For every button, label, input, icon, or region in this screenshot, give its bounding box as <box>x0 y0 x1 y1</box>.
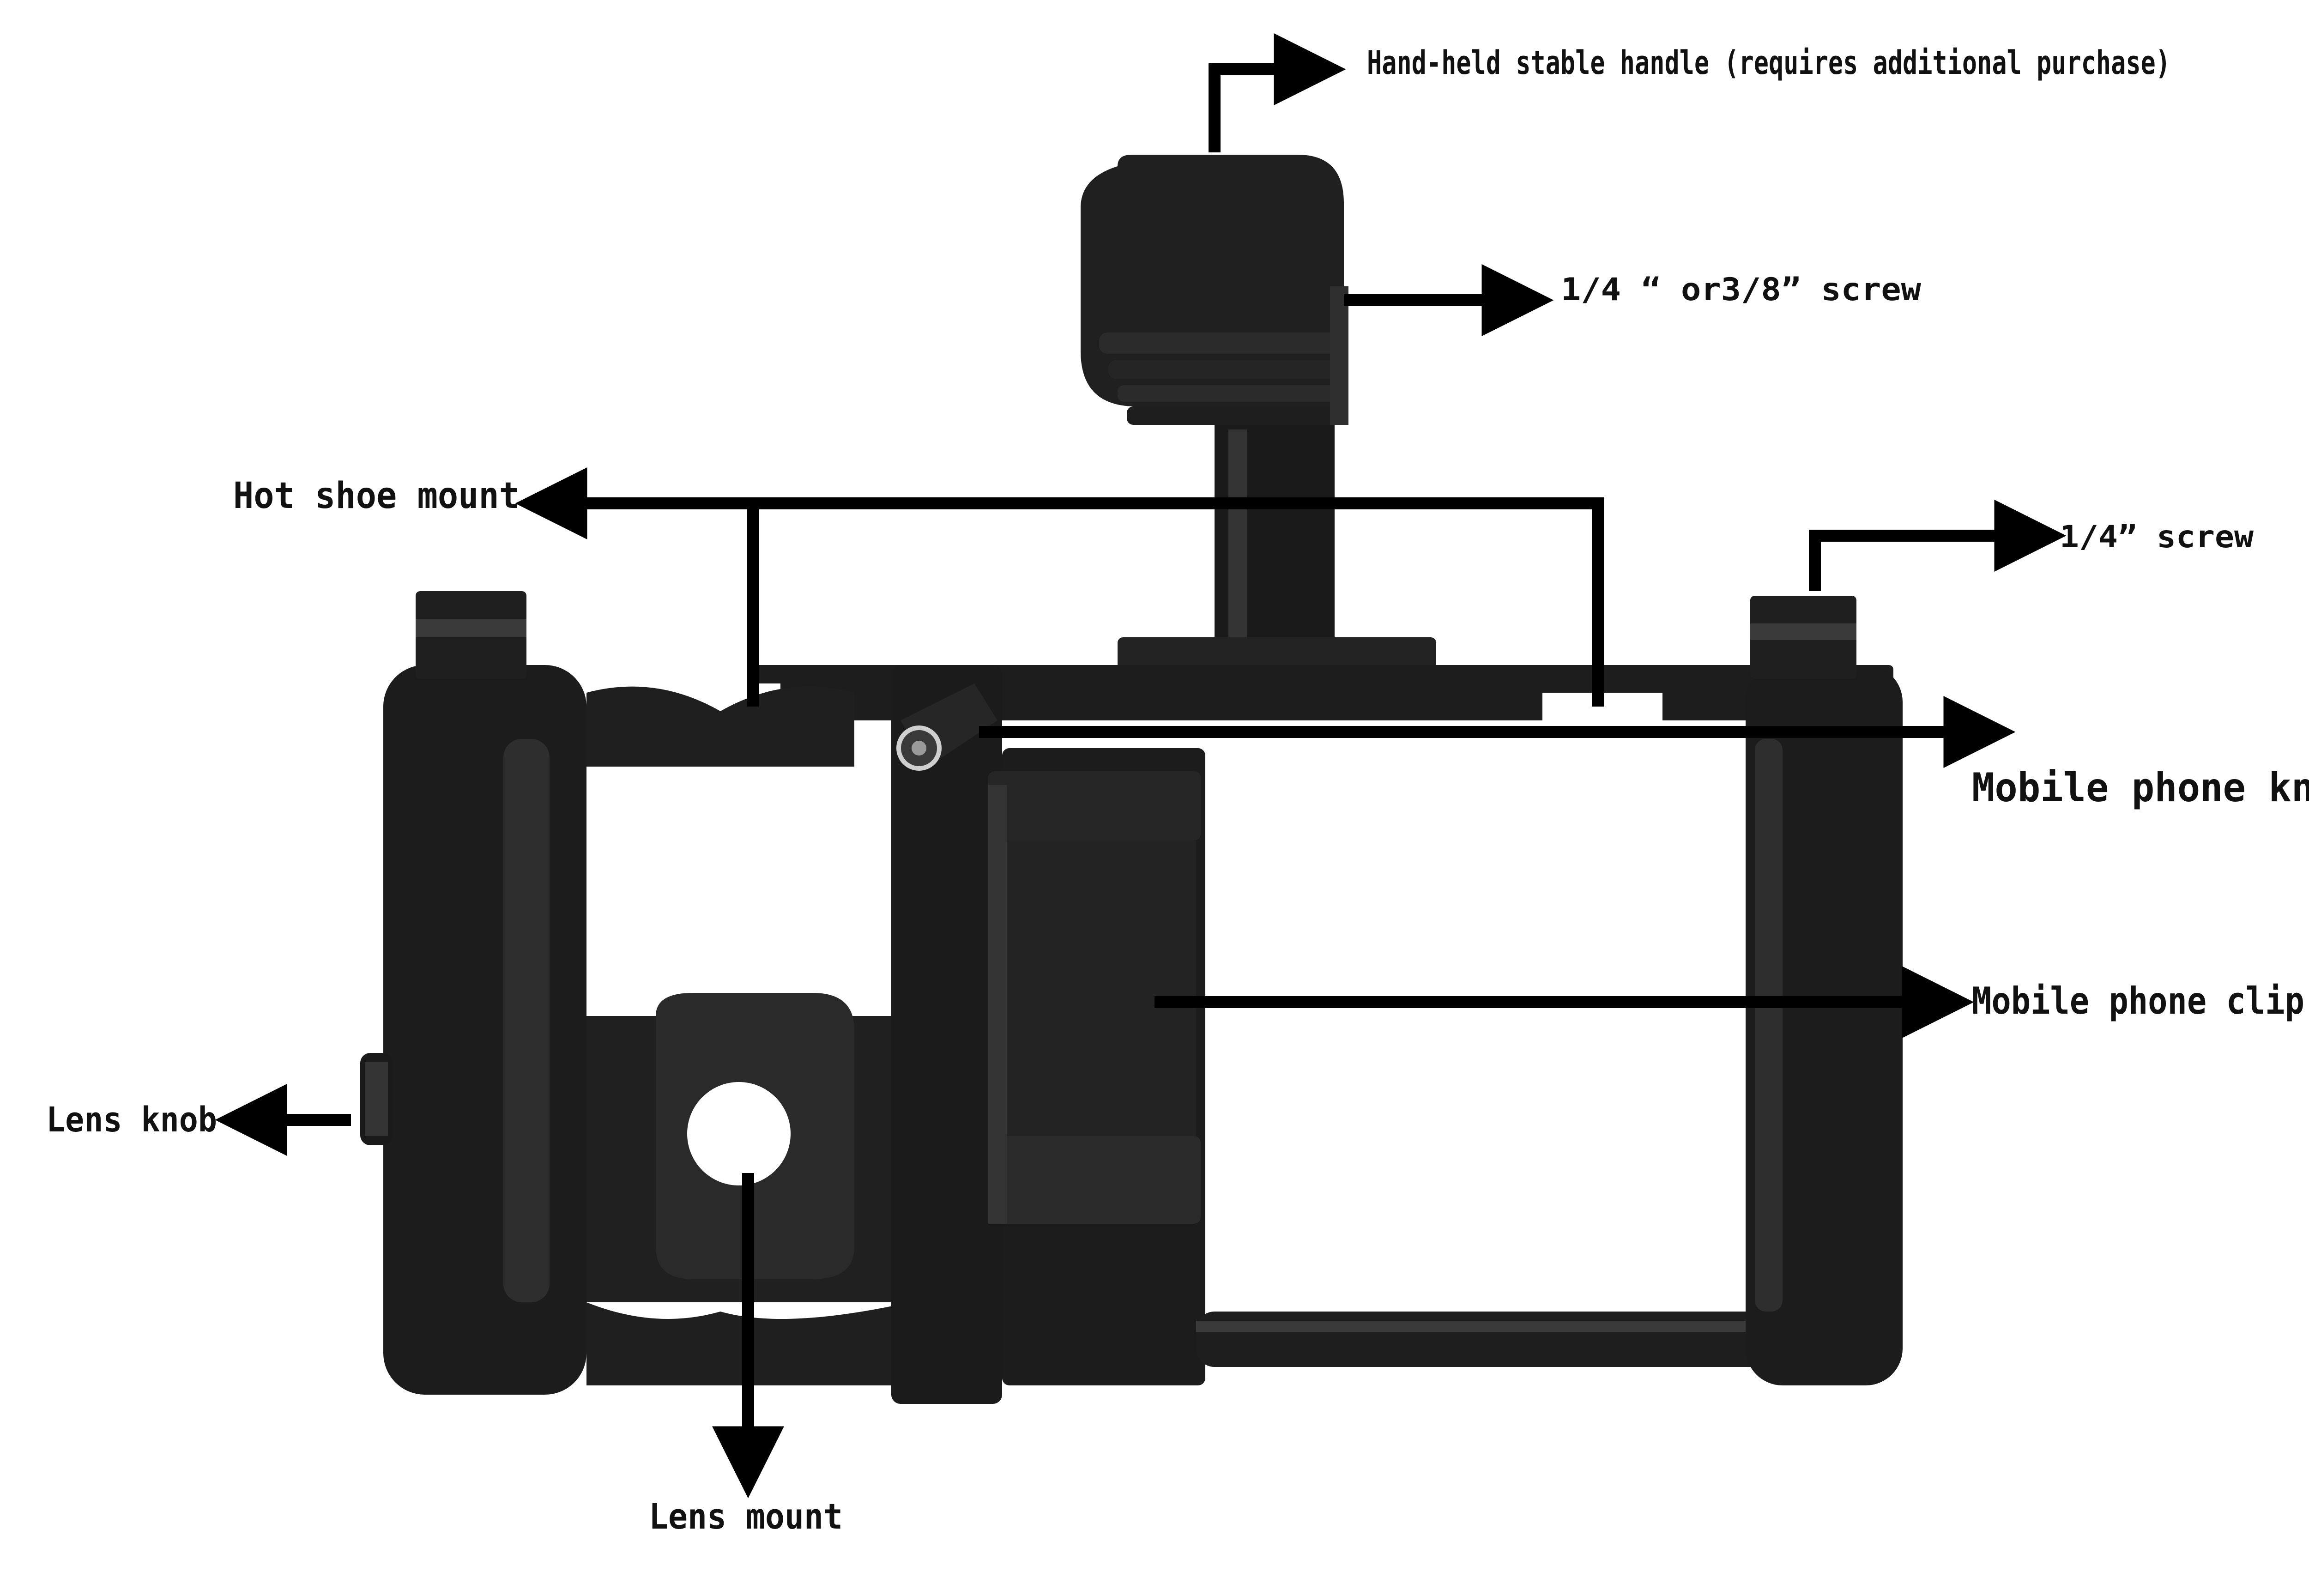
left-frame-outer <box>383 665 586 1395</box>
handle-grip-rib-3 <box>1118 385 1344 402</box>
hot-shoe-label: Hot shoe mount <box>233 475 520 517</box>
handle-base-plate <box>1118 637 1436 670</box>
bottom-rod-highlight <box>1196 1321 1769 1332</box>
phone-knob-screw-center <box>912 741 926 756</box>
right-frame <box>1746 596 1903 1385</box>
bottom-rod <box>1196 1312 1769 1367</box>
callout-labels: Hand-held stable handle (requires additi… <box>46 44 2309 1537</box>
handle-screw-label: 1/4 “ or3/8” screw <box>1561 272 1921 308</box>
handle-grip-rib-1 <box>1099 332 1344 354</box>
lens-knob <box>360 1053 393 1145</box>
left-frame <box>383 591 586 1395</box>
phone-clip-label: Mobile phone clip <box>1972 979 2304 1022</box>
phone-clip-side-strip <box>988 785 1007 1224</box>
right-hot-shoe-slot <box>1750 623 1856 640</box>
stabilizer-handle <box>1081 155 1436 670</box>
phone-clip-pad <box>1002 840 1196 1136</box>
lens-knob-grip <box>365 1062 388 1136</box>
side-screw-label: 1/4” screw <box>2060 519 2254 555</box>
lens-mount-label: Lens mount <box>649 1496 843 1537</box>
lens-mount-hole <box>687 1082 791 1185</box>
handle-side-block <box>1330 286 1348 425</box>
left-hot-shoe-slot <box>416 619 526 637</box>
handle-stem-highlight <box>1228 429 1247 637</box>
mobile-phone-clip <box>988 748 1205 1385</box>
left-frame-inner-groove <box>503 739 550 1302</box>
handle-arrow <box>1209 33 1346 152</box>
callout-arrows <box>215 33 2067 1499</box>
lens-knob-label: Lens knob <box>46 1100 217 1140</box>
handle-label: Hand-held stable handle (requires additi… <box>1367 44 2170 82</box>
right-frame-outer <box>1746 665 1903 1385</box>
side-screw-arrow <box>1809 500 2067 591</box>
phone-cage-rig <box>360 155 1903 1404</box>
lens-holder-upper-arch <box>586 686 854 767</box>
lens-holder-divider <box>891 665 1002 1404</box>
hot-shoe-connector <box>747 497 1604 707</box>
handle-grip-rib-4 <box>1127 406 1344 425</box>
mobile-phone-knob <box>896 683 997 771</box>
right-frame-inner-groove <box>1755 739 1783 1312</box>
handle-grip-rib-2 <box>1108 360 1344 379</box>
phone-clip-bottom-jaw <box>988 1136 1201 1224</box>
phone-knob-label: Mobile phone knob <box>1972 765 2309 811</box>
phone-clip-top-jaw <box>988 771 1201 840</box>
